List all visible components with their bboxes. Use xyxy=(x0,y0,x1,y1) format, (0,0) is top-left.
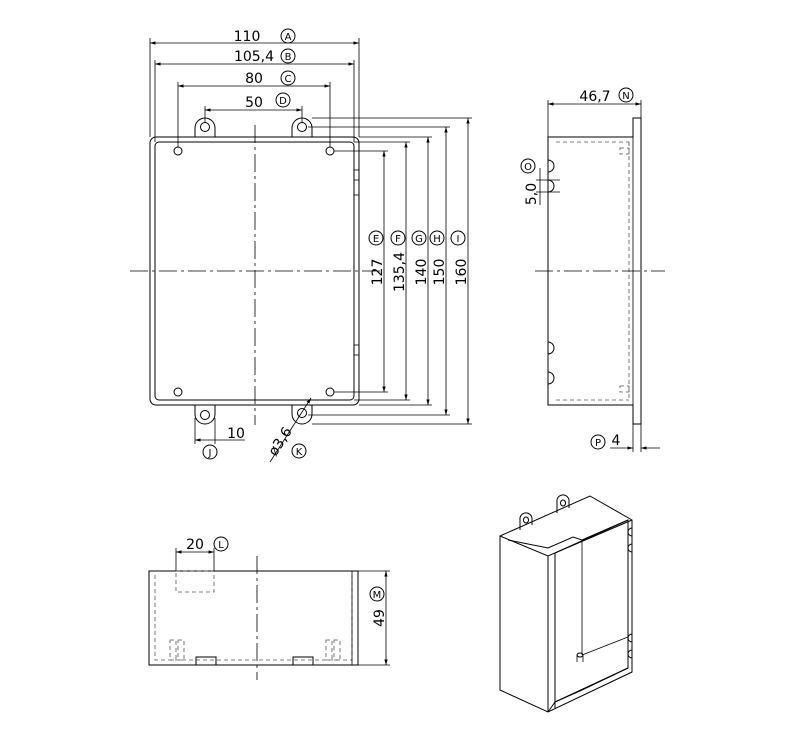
corner-hole-bottom-right xyxy=(325,387,335,397)
side-view-slot-top-2 xyxy=(547,179,555,193)
dimension-e: 127 E xyxy=(334,150,388,393)
dimension-n-letter: N xyxy=(622,91,629,102)
dimension-p-letter: P xyxy=(595,438,601,449)
dimension-h: 150 H xyxy=(308,126,450,416)
bottom-left-mounting-tab xyxy=(194,405,216,425)
bottom-right-tab-hole xyxy=(297,408,307,418)
dimension-e-value: 127 xyxy=(370,259,386,286)
dimension-c: 80 C xyxy=(177,70,331,147)
dimension-c-letter: C xyxy=(285,74,292,85)
dimension-j: 10 J xyxy=(194,418,245,460)
dimension-p-value: 4 xyxy=(612,433,621,449)
dimension-h-letter: H xyxy=(433,234,441,245)
side-view-slot-bottom-2 xyxy=(547,371,555,385)
dimension-i-value: 160 xyxy=(454,259,470,286)
dimension-l: 20 L xyxy=(175,536,229,571)
iso-inner-back-wall xyxy=(554,519,629,703)
corner-hole-top-right xyxy=(325,146,335,156)
dimension-f: 135,4 F xyxy=(354,141,410,401)
dimension-a: 110 A xyxy=(149,28,360,137)
dimension-n-value: 46,7 xyxy=(579,89,610,105)
dimension-f-letter: F xyxy=(395,234,401,245)
dimension-n: 46,7 N xyxy=(547,87,642,137)
bottom-left-tab-hole xyxy=(200,410,210,420)
dimension-f-value: 135,4 xyxy=(392,252,408,292)
dimension-a-letter: A xyxy=(285,32,292,43)
top-right-tab-hole xyxy=(297,122,307,132)
dimension-c-value: 80 xyxy=(245,71,263,87)
dimension-d: 50 D xyxy=(204,92,303,122)
front-view: 110 A 105,4 B 80 C 50 xyxy=(130,28,472,463)
bottom-view-outline xyxy=(148,570,359,666)
iso-side-slot-4 xyxy=(627,649,633,659)
dimension-e-letter: E xyxy=(373,234,379,245)
front-view-outer-outline xyxy=(149,136,360,406)
dimension-g: 140 G xyxy=(359,136,432,406)
dimension-j-value: 10 xyxy=(227,426,245,442)
bottom-view-tab-cutout xyxy=(175,570,215,593)
iso-side-slot-3 xyxy=(627,633,633,643)
side-view-slot-bottom-1 xyxy=(547,341,555,355)
dimension-m-letter: M xyxy=(373,590,382,601)
dimension-i: 160 I xyxy=(312,117,472,425)
side-view: 46,7 N 5,0 O 4 P xyxy=(520,87,665,452)
dimension-i-letter: I xyxy=(457,234,460,245)
iso-tab-left xyxy=(519,512,533,530)
bottom-view-hidden-lines xyxy=(154,575,353,661)
dimension-g-value: 140 xyxy=(414,259,430,286)
dimension-o-letter: O xyxy=(524,162,532,173)
dimension-h-value: 150 xyxy=(432,259,448,286)
bottom-view-hidden-details xyxy=(169,639,341,666)
corner-hole-bottom-left xyxy=(173,387,183,397)
dimension-p: 4 P xyxy=(590,424,660,452)
dimension-b: 105,4 B xyxy=(154,48,355,142)
side-view-hidden-details xyxy=(619,147,630,393)
isometric-view xyxy=(499,494,633,713)
bottom-view: 20 L 49 M xyxy=(148,536,390,680)
dimension-o-value: 5,0 xyxy=(524,183,540,205)
iso-side-slot-1 xyxy=(627,527,633,537)
iso-rim-outer xyxy=(499,495,633,713)
dimension-o: 5,0 O xyxy=(520,158,560,205)
dimension-l-letter: L xyxy=(218,540,224,551)
dimension-d-value: 50 xyxy=(245,95,263,111)
dimension-m: 49 M xyxy=(358,570,390,666)
dimension-j-letter: J xyxy=(208,448,212,459)
side-view-slot-top-1 xyxy=(547,159,555,173)
dimension-b-letter: B xyxy=(285,52,292,63)
dimension-m-value: 49 xyxy=(372,609,388,627)
corner-hole-top-left xyxy=(173,146,183,156)
dimension-k-value: ø3,6 xyxy=(266,424,296,459)
dimension-k-letter: K xyxy=(296,447,303,458)
bottom-right-mounting-tab xyxy=(291,405,313,425)
top-left-tab-hole xyxy=(200,122,210,132)
iso-tab-right xyxy=(556,494,570,513)
dimension-b-value: 105,4 xyxy=(234,49,274,65)
dimension-l-value: 20 xyxy=(186,537,204,553)
dimension-a-value: 110 xyxy=(234,29,261,45)
front-view-right-edge-details xyxy=(354,169,359,356)
dimension-k: ø3,6 K xyxy=(266,397,312,463)
dimension-d-letter: D xyxy=(279,96,287,107)
dimension-g-letter: G xyxy=(415,234,423,245)
iso-side-slot-2 xyxy=(627,543,633,553)
